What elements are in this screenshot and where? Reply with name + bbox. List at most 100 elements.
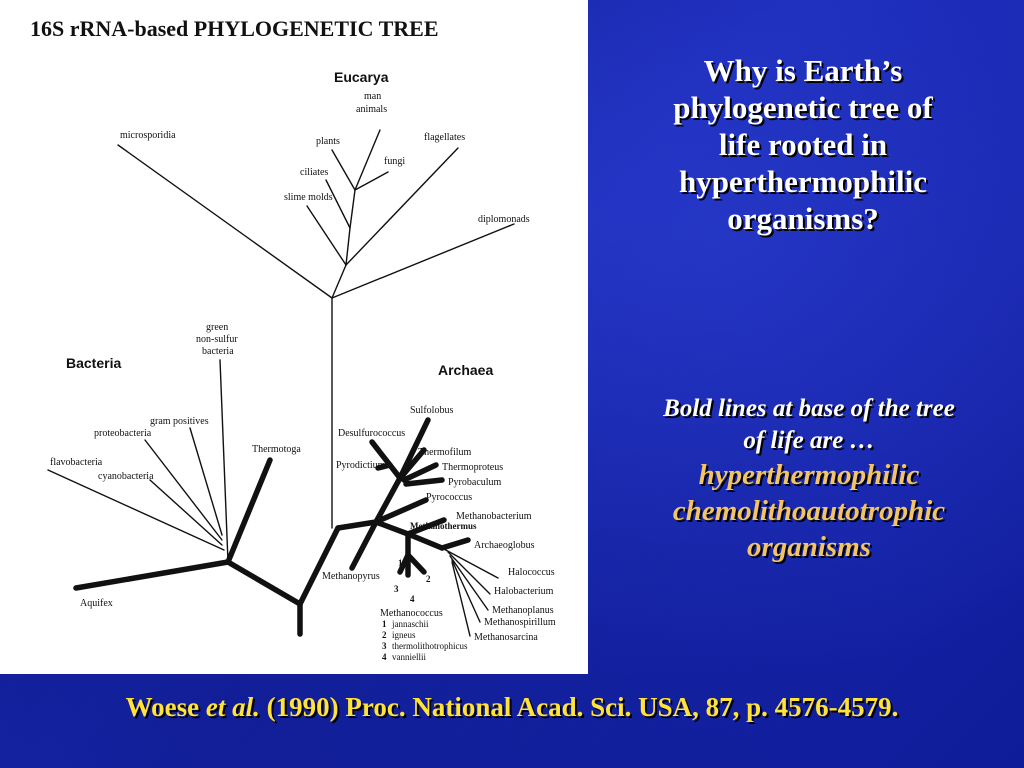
- branch-crenarchaeota: [373, 475, 403, 525]
- branch-pyrodictium: [375, 462, 393, 471]
- question-line: hyperthermophilic: [679, 164, 927, 199]
- answer-highlight-line: chemolithoautotrophic: [672, 495, 946, 527]
- taxon-animals: animals: [356, 104, 387, 115]
- taxon-archaeoglobus: Archaeoglobus: [474, 540, 535, 551]
- branch-number-2: 2: [426, 574, 431, 584]
- branch-thermotoga: [225, 457, 273, 565]
- citation-author: Woese: [125, 692, 200, 722]
- taxon-proteobacteria: proteobacteria: [94, 428, 152, 439]
- domain-label-eucarya: Eucarya: [334, 69, 389, 85]
- branch-number-1: 1: [398, 558, 403, 568]
- branch-plants: [331, 149, 356, 191]
- branch-aquifex: [73, 559, 231, 591]
- taxon-non-sulfur: non-sulfur: [196, 334, 238, 345]
- branch-flagellates: [345, 147, 459, 266]
- taxon-methanoplanus: Methanoplanus: [492, 605, 554, 616]
- taxon-man: man: [364, 91, 381, 102]
- branch-microsporidia: [117, 144, 333, 299]
- domain-label-archaea: Archaea: [438, 362, 493, 378]
- branch-slime-molds: [306, 205, 347, 266]
- taxon-methanobacterium: Methanobacterium: [456, 511, 532, 522]
- citation: Woese et al. (1990) Proc. National Acad.…: [0, 692, 1024, 723]
- species-number: 3: [382, 641, 387, 651]
- branch-proteobacteria: [144, 439, 223, 541]
- taxon-ciliates: ciliates: [300, 167, 328, 178]
- branch-number-3: 3: [394, 584, 399, 594]
- branch-thermofilum: [399, 447, 427, 479]
- taxon-pyrococcus: Pyrococcus: [426, 492, 472, 503]
- branch-fungi: [354, 171, 389, 191]
- archaea-branches: [349, 417, 499, 637]
- branch-root-to-node: [297, 525, 341, 607]
- branch-bacteria-base: [225, 559, 303, 607]
- citation-rest: (1990) Proc. National Acad. Sci. USA, 87…: [266, 692, 899, 722]
- answer-text: Bold lines at base of the tree of life a…: [600, 393, 1018, 565]
- species-number: 1: [382, 619, 387, 629]
- branch-green-non-sulfur: [219, 359, 229, 563]
- taxon-pyrobaculum: Pyrobaculum: [448, 477, 502, 488]
- branch-sulfolobus: [397, 417, 431, 481]
- branch-animals: [354, 129, 381, 191]
- branch-archaeoglobus: [439, 537, 471, 551]
- branch-methanoplanus: [449, 555, 489, 611]
- branch-thermoproteus: [401, 462, 439, 483]
- species-name: thermolithotrophicus: [392, 641, 468, 651]
- taxon-halobacterium: Halobacterium: [494, 586, 554, 597]
- branch-flavobacteria: [47, 469, 225, 551]
- branch-methanobacterium: [405, 517, 447, 537]
- taxon-methanospirillum: Methanospirillum: [484, 617, 556, 628]
- phylogenetic-tree-diagram: 16S rRNA-based PHYLOGENETIC TREE: [30, 16, 556, 662]
- branch-euryarchaeota: [373, 519, 411, 537]
- taxon-thermotoga: Thermotoga: [252, 444, 301, 455]
- question-line: phylogenetic tree of: [673, 90, 933, 125]
- branch-cyanobacteria: [149, 479, 223, 546]
- branch-crown-upper: [345, 227, 351, 266]
- question-line: Why is Earth’s: [703, 53, 903, 88]
- answer-lead-line: Bold lines at base of the tree: [663, 395, 955, 422]
- taxon-desulfurococcus: Desulfurococcus: [338, 428, 405, 439]
- taxon-aquifex: Aquifex: [80, 598, 113, 609]
- answer-highlight-line: organisms: [746, 531, 872, 563]
- branch-methanococcus-2: [405, 552, 427, 575]
- answer-highlight-line: hyperthermophilic: [698, 459, 920, 491]
- taxon-slime-molds: slime molds: [284, 192, 333, 203]
- question-line: organisms?: [727, 201, 879, 236]
- branch-methanosarcina: [451, 561, 471, 637]
- taxon-methanococcus: Methanococcus: [380, 608, 443, 619]
- branch-halobacterium: [447, 551, 491, 595]
- citation-etal: et al.: [205, 692, 260, 722]
- taxon-flavobacteria: flavobacteria: [50, 457, 103, 468]
- taxon-sulfolobus: Sulfolobus: [410, 405, 453, 416]
- answer-lead-line: of life are …: [743, 427, 875, 454]
- species-number: 2: [382, 630, 387, 640]
- branch-gram-positives: [189, 427, 223, 536]
- branch-desulfurococcus: [369, 439, 403, 481]
- domain-label-bacteria: Bacteria: [66, 355, 121, 371]
- branch-pyrococcus: [373, 497, 429, 525]
- branch-number-4: 4: [410, 594, 415, 604]
- taxon-fungi: fungi: [384, 156, 405, 167]
- species-number: 4: [382, 652, 387, 662]
- branch-eucarya-crown: [331, 264, 347, 299]
- species-name: vanniellii: [392, 652, 426, 662]
- branch-to-archaea: [335, 519, 379, 531]
- branch-ciliates: [325, 179, 351, 229]
- branch-crown-top: [349, 189, 356, 229]
- taxon-halococcus: Halococcus: [508, 567, 555, 578]
- taxon-methanosarcina: Methanosarcina: [474, 632, 538, 643]
- branch-methanopyrus: [349, 519, 379, 571]
- taxon-plants: plants: [316, 136, 340, 147]
- question-line: life rooted in: [718, 127, 888, 162]
- bacteria-branches: [47, 359, 303, 607]
- question-heading: Why is Earth’s phylogenetic tree of life…: [612, 52, 994, 237]
- species-name: jannaschii: [391, 619, 429, 629]
- eucarya-branches: [117, 129, 515, 529]
- taxon-flagellates: flagellates: [424, 132, 465, 143]
- taxon-green: green: [206, 322, 228, 333]
- taxon-methanothermus: Methanothermus: [410, 521, 477, 531]
- taxon-methanopyrus: Methanopyrus: [322, 571, 380, 582]
- taxon-bacteria-group: bacteria: [202, 346, 234, 357]
- taxon-pyrodictium: Pyrodictium: [336, 460, 386, 471]
- tree-title: 16S rRNA-based PHYLOGENETIC TREE: [30, 16, 439, 41]
- branch-diplomonads: [331, 223, 515, 299]
